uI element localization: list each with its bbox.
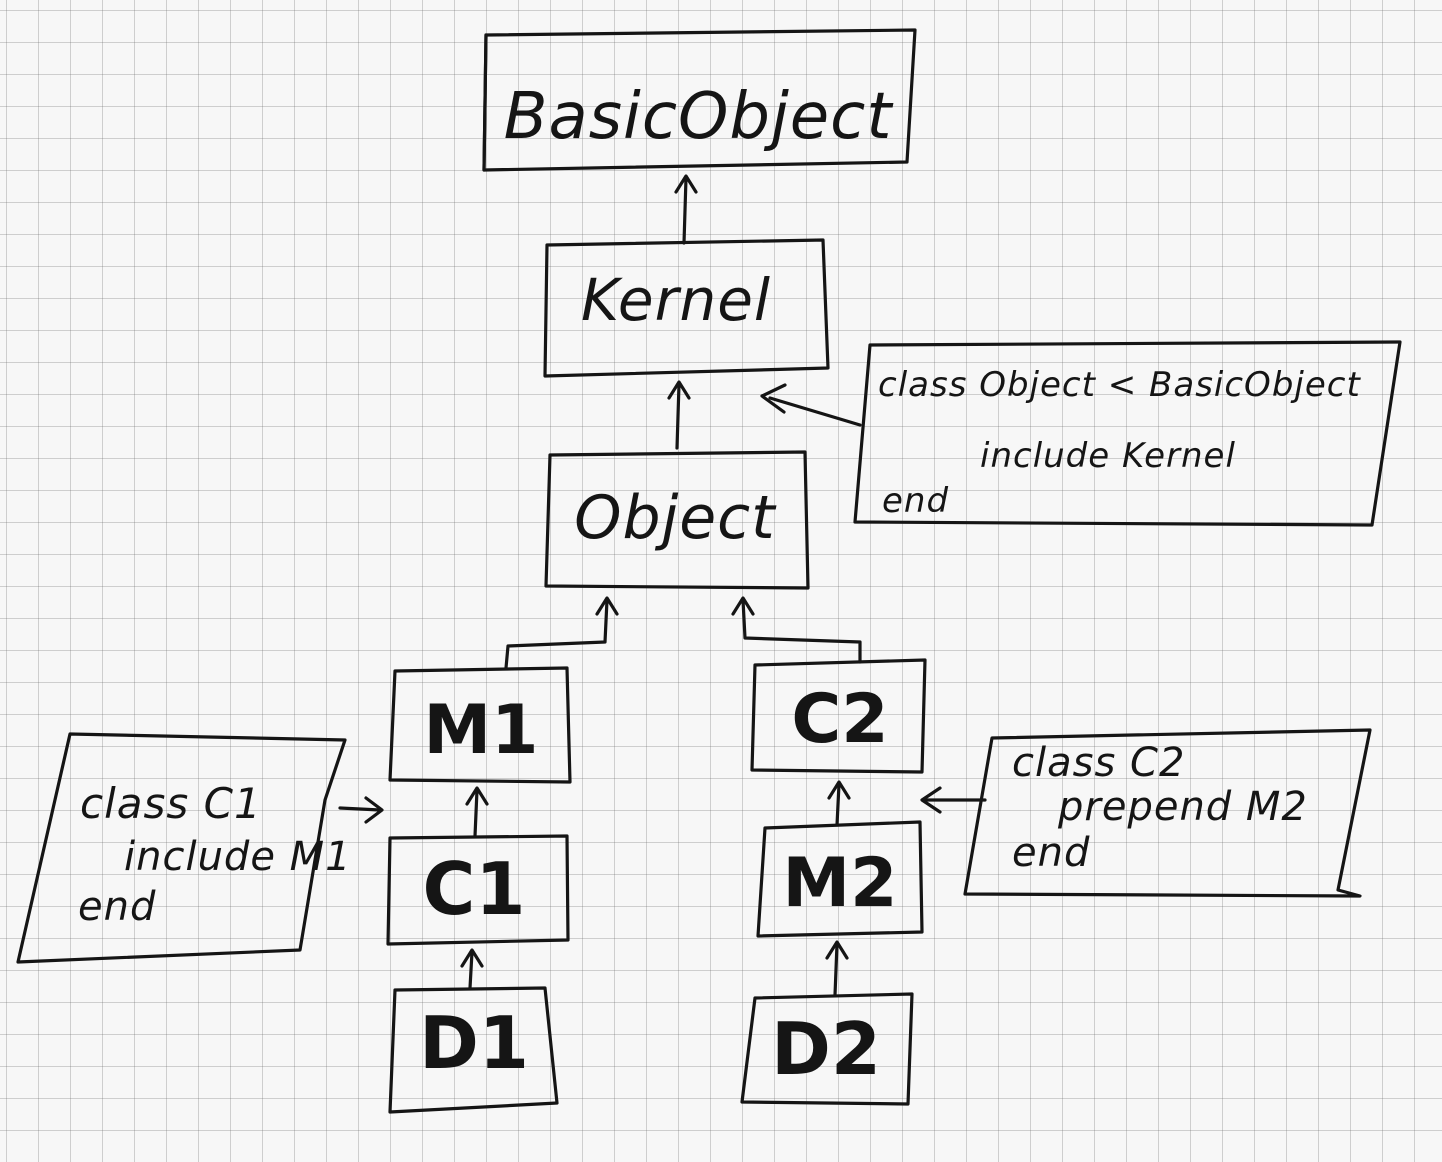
arrow-c1-to-m1	[465, 786, 489, 838]
note-c2-line1: class C2	[1012, 740, 1185, 786]
node-c2-label: C2	[791, 680, 888, 759]
arrow-d1-to-c1	[460, 948, 484, 990]
node-object-label: Object	[574, 483, 777, 553]
note-c2-line2: prepend M2	[1057, 784, 1308, 830]
note-object-line2: include Kernel	[980, 436, 1236, 476]
note-c1-line2: include M1	[124, 834, 352, 880]
node-d2: D2	[740, 992, 914, 1106]
arrow-m1-to-object	[504, 596, 619, 670]
note-c2-definition: class C2 prepend M2 end	[920, 728, 1372, 898]
node-m1: M1	[388, 666, 572, 784]
node-basic-object: BasicObject	[482, 28, 917, 172]
arrow-kernel-to-basic-object	[674, 174, 698, 245]
note-object-definition: class Object < BasicObject include Kerne…	[760, 340, 1402, 527]
node-m1-label: M1	[424, 691, 539, 770]
node-kernel: Kernel	[543, 238, 830, 378]
note-object-line1: class Object < BasicObject	[878, 365, 1361, 405]
note-object-line3: end	[882, 481, 949, 521]
arrow-c2-to-object	[731, 596, 862, 664]
note-c2-line3: end	[1012, 830, 1090, 876]
node-basic-object-label: BasicObject	[504, 80, 895, 154]
note-c1-line1: class C1	[80, 779, 262, 828]
node-m2: M2	[756, 820, 924, 938]
node-c1-label: C1	[423, 847, 526, 931]
arrow-d2-to-m2	[825, 940, 849, 997]
arrow-m2-to-c2	[827, 780, 851, 827]
node-object: Object	[544, 450, 810, 590]
node-d1-label: D1	[419, 1001, 529, 1085]
node-kernel-label: Kernel	[581, 266, 771, 334]
note-c1-definition: class C1 include M1 end	[16, 732, 384, 964]
note-c1-line3: end	[78, 884, 156, 930]
node-d2-label: D2	[771, 1007, 881, 1091]
node-d1: D1	[388, 986, 559, 1114]
node-c2: C2	[750, 658, 927, 774]
node-c1: C1	[386, 834, 570, 946]
arrow-object-to-kernel	[667, 380, 691, 450]
node-m2-label: M2	[783, 844, 898, 923]
